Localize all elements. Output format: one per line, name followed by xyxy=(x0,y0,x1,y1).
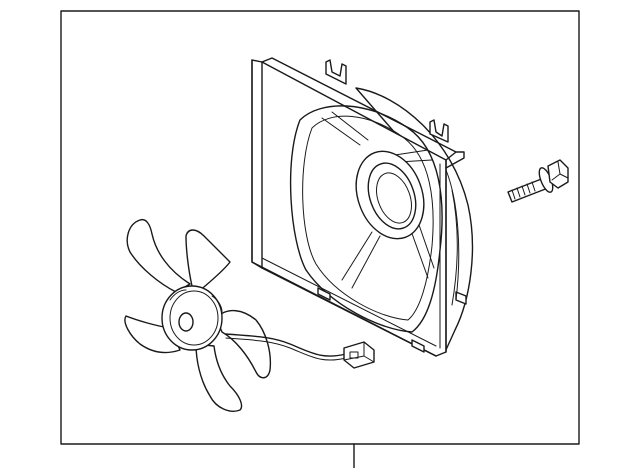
fan-shroud-icon xyxy=(251,57,474,357)
diagram-frame xyxy=(60,10,580,445)
connector-icon xyxy=(225,333,375,369)
bolt-icon xyxy=(507,159,569,203)
fan-blade-icon xyxy=(124,218,272,412)
